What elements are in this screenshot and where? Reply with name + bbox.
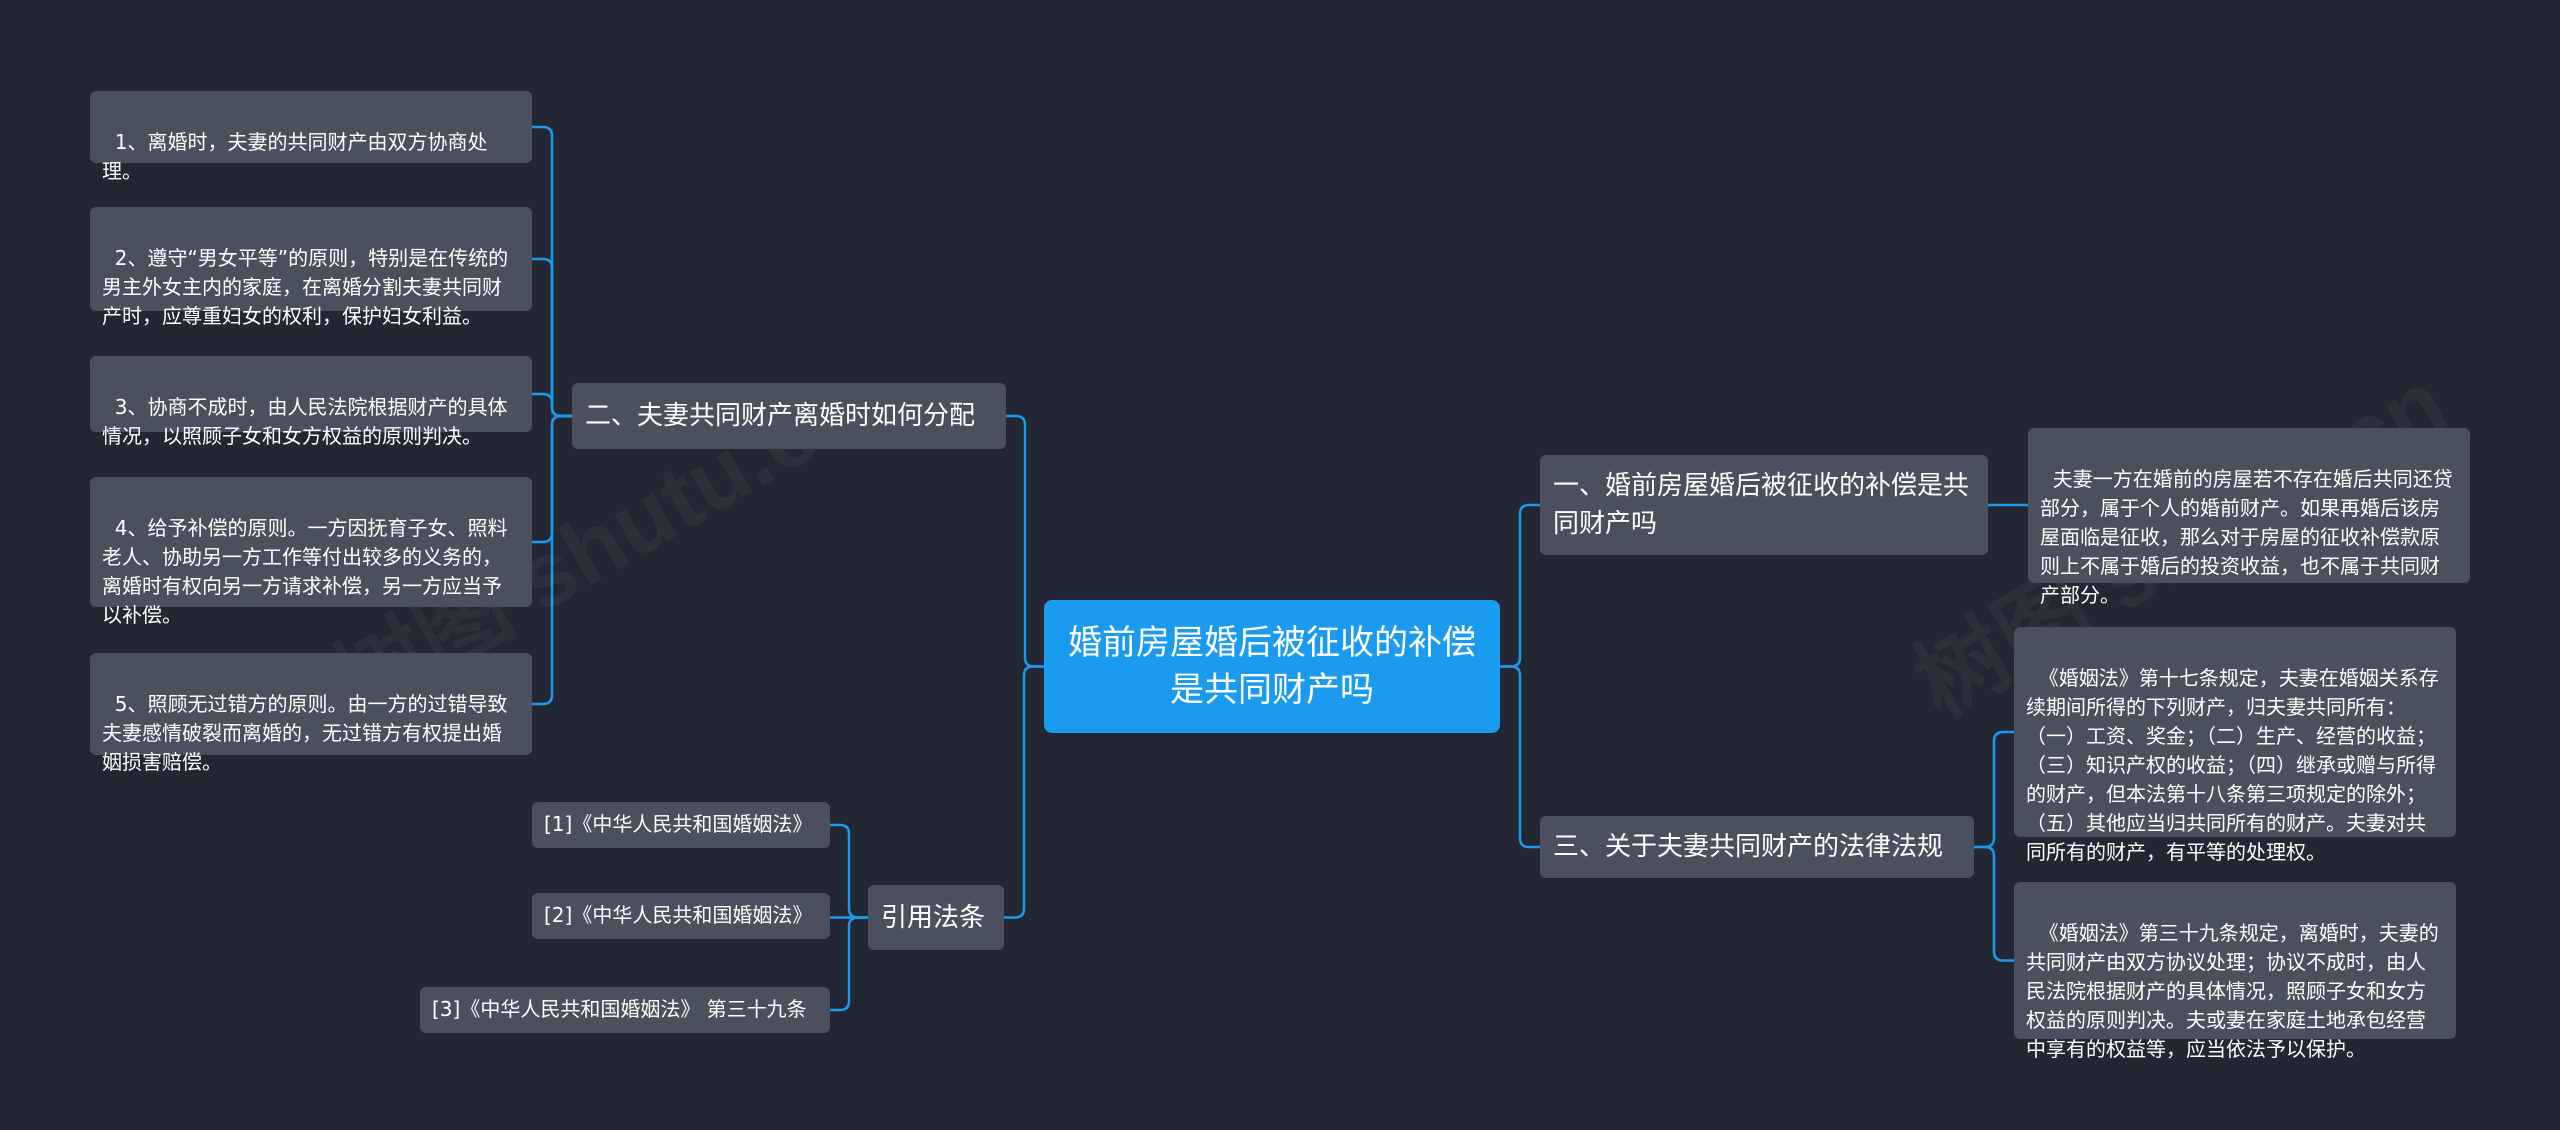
citation-item-3[interactable]: [3]《中华人民共和国婚姻法》 第三十九条 [420, 987, 830, 1033]
connector-root-topic-to-branch-distribution [1006, 414, 1044, 668]
branch-laws[interactable]: 三、关于夫妻共同财产的法律法规 [1540, 816, 1974, 878]
branch-question-label: 一、婚前房屋婚后被征收的补偿是共同财产吗 [1553, 471, 1970, 539]
connector-root-topic-to-branch-citations [1004, 665, 1044, 919]
distribution-item-4[interactable]: 4、给予补偿的原则。一方因抚育子女、照料老人、协助另一方工作等付出较多的义务的，… [90, 477, 532, 627]
branch-laws-label: 三、关于夫妻共同财产的法律法规 [1553, 832, 1944, 862]
citation-item-1[interactable]: [1]《中华人民共和国婚姻法》 [532, 802, 830, 848]
question-item-1[interactable]: 夫妻一方在婚前的房屋若不存在婚后共同还贷部分，属于个人的婚前财产。如果再婚后该房… [2028, 428, 2470, 607]
connector-branch-laws-to-laws-item-1 [1974, 730, 2014, 849]
connector-branch-laws-to-laws-item-2 [1974, 845, 2014, 962]
connector-root-topic-to-branch-laws [1500, 665, 1540, 849]
question-item-text: 夫妻一方在婚前的房屋若不存在婚后共同还贷部分，属于个人的婚前财产。如果再婚后该房… [2040, 467, 2453, 607]
connector-branch-distribution-to-distribution-item-2 [532, 257, 572, 418]
distribution-item-text: 2、遵守“男女平等”的原则，特别是在传统的男主外女主内的家庭，在离婚分割夫妻共同… [102, 246, 509, 328]
distribution-item-2[interactable]: 2、遵守“男女平等”的原则，特别是在传统的男主外女主内的家庭，在离婚分割夫妻共同… [90, 207, 532, 328]
branch-question[interactable]: 一、婚前房屋婚后被征收的补偿是共同财产吗 [1540, 455, 1988, 555]
root-topic[interactable]: 婚前房屋婚后被征收的补偿是共同财产吗 [1044, 600, 1500, 733]
laws-item-1[interactable]: 《婚姻法》第十七条规定，夫妻在婚姻关系存续期间所得的下列财产，归夫妻共同所有：（… [2014, 627, 2456, 864]
distribution-item-text: 5、照顾无过错方的原则。由一方的过错导致夫妻感情破裂而离婚的，无过错方有权提出婚… [102, 692, 508, 774]
connector-branch-citations-to-citation-item-3 [830, 916, 868, 1012]
laws-item-2[interactable]: 《婚姻法》第三十九条规定，离婚时，夫妻的共同财产由双方协议处理；协议不成时，由人… [2014, 882, 2456, 1061]
branch-citations-label: 引用法条 [881, 902, 986, 933]
laws-item-text: 《婚姻法》第三十九条规定，离婚时，夫妻的共同财产由双方协议处理；协议不成时，由人… [2026, 921, 2439, 1061]
citation-item-text: [3]《中华人民共和国婚姻法》 第三十九条 [432, 997, 807, 1021]
distribution-item-text: 3、协商不成时，由人民法院根据财产的具体情况，以照顾子女和女方权益的原则判决。 [102, 395, 508, 448]
distribution-item-text: 4、给予补偿的原则。一方因抚育子女、照料老人、协助另一方工作等付出较多的义务的，… [102, 516, 508, 627]
citation-item-text: [1]《中华人民共和国婚姻法》 [544, 812, 813, 836]
connector-root-topic-to-branch-question [1500, 503, 1540, 668]
connector-branch-distribution-to-distribution-item-3 [532, 392, 572, 418]
laws-item-text: 《婚姻法》第十七条规定，夫妻在婚姻关系存续期间所得的下列财产，归夫妻共同所有：（… [2026, 666, 2439, 864]
connector-branch-distribution-to-distribution-item-5 [532, 414, 572, 706]
distribution-item-text: 1、离婚时，夫妻的共同财产由双方协商处理。 [102, 130, 488, 183]
distribution-item-1[interactable]: 1、离婚时，夫妻的共同财产由双方协商处理。 [90, 91, 532, 183]
connector-branch-citations-to-citation-item-1 [830, 823, 868, 919]
branch-distribution[interactable]: 二、夫妻共同财产离婚时如何分配 [572, 383, 1006, 449]
branch-distribution-label: 二、夫妻共同财产离婚时如何分配 [585, 401, 976, 431]
distribution-item-3[interactable]: 3、协商不成时，由人民法院根据财产的具体情况，以照顾子女和女方权益的原则判决。 [90, 356, 532, 448]
root-topic-label: 婚前房屋婚后被征收的补偿是共同财产吗 [1068, 622, 1476, 710]
citation-item-2[interactable]: [2]《中华人民共和国婚姻法》 [532, 893, 830, 939]
distribution-item-5[interactable]: 5、照顾无过错方的原则。由一方的过错导致夫妻感情破裂而离婚的，无过错方有权提出婚… [90, 653, 532, 774]
citation-item-text: [2]《中华人民共和国婚姻法》 [544, 903, 813, 927]
branch-citations[interactable]: 引用法条 [868, 885, 1004, 950]
